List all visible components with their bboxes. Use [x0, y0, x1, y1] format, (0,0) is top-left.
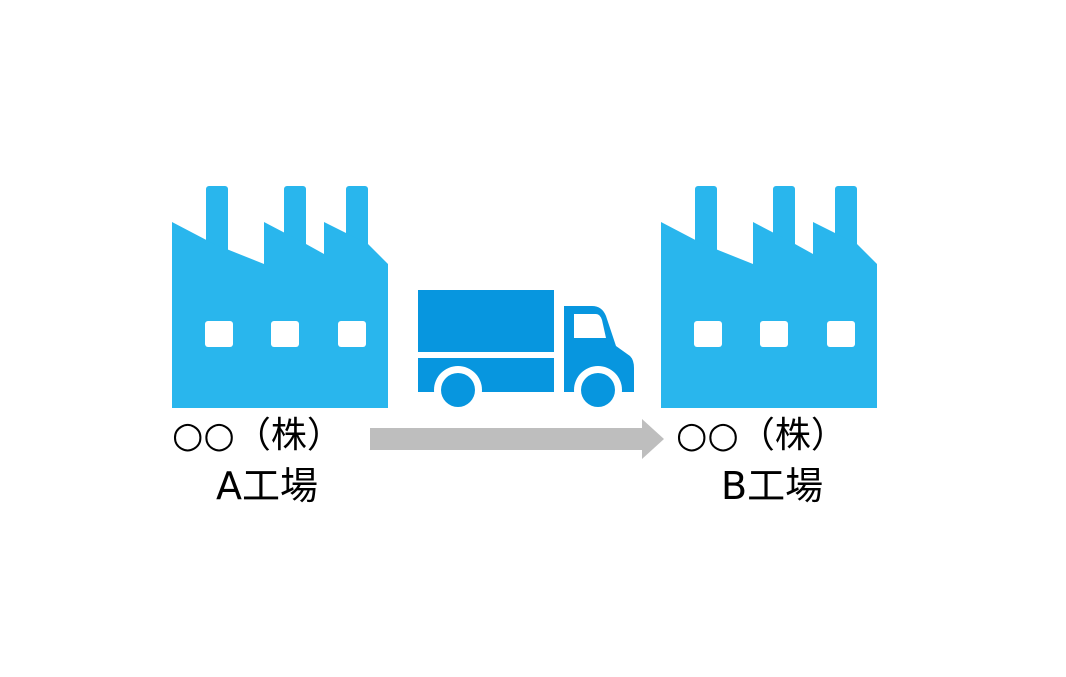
- destination-company-label: ○○（株）: [676, 415, 847, 456]
- factory-b-icon: [661, 186, 877, 408]
- source-plant-label: A工場: [216, 464, 318, 508]
- destination-plant-label: B工場: [721, 464, 824, 508]
- truck-icon: [418, 290, 634, 412]
- source-company-label: ○○（株）: [172, 415, 343, 456]
- factory-a-icon: [172, 186, 388, 408]
- arrow-right-icon: [370, 419, 664, 459]
